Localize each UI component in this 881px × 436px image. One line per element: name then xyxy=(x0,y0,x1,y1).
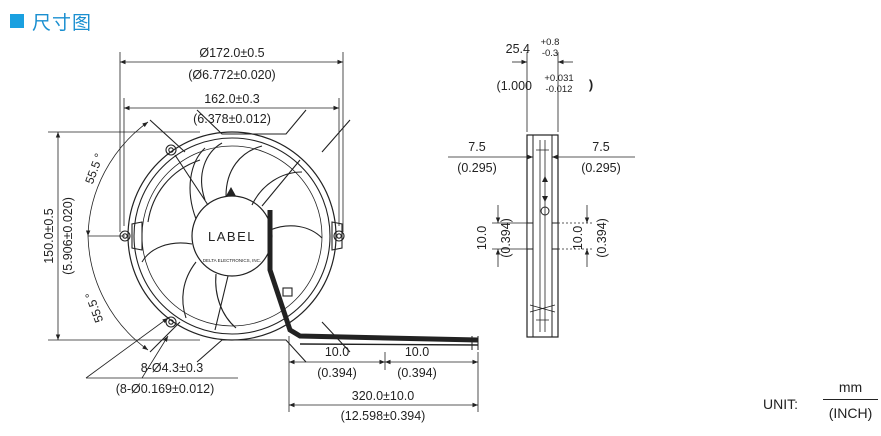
angle-top: 55.5 ° xyxy=(82,151,106,186)
section-title: 尺寸图 xyxy=(32,12,93,34)
depth-inch-plus: +0.031 xyxy=(544,73,573,84)
outer-diameter-inch: (Ø6.772±0.020) xyxy=(188,68,275,82)
outer-diameter-mm: Ø172.0±0.5 xyxy=(199,46,264,60)
slot-left-inch: (0.394) xyxy=(499,218,513,258)
flange-right-inch: (0.295) xyxy=(581,161,621,175)
hole-span-mm: 162.0±0.3 xyxy=(204,92,260,106)
depth-inch: (1.000 xyxy=(497,79,532,93)
lead-length-mm: 320.0±10.0 xyxy=(352,389,415,403)
header-square-icon xyxy=(10,14,24,28)
depth-mm-minus: -0.3 xyxy=(542,48,558,59)
lead-dimensions xyxy=(288,336,479,412)
angle-arcs xyxy=(85,121,149,351)
unit-numerator: mm xyxy=(838,379,863,395)
flange-left-inch: (0.295) xyxy=(457,161,497,175)
unit-legend: UNIT: mm (INCH) xyxy=(763,378,878,428)
flange-left-mm: 7.5 xyxy=(468,140,485,154)
depth-inch-close: ) xyxy=(589,77,593,92)
height-mm: 150.0±0.5 xyxy=(42,208,56,264)
slot-dimensions xyxy=(492,205,593,267)
slot-left-mm: 10.0 xyxy=(475,226,489,250)
strip-a-mm: 10.0 xyxy=(325,345,349,359)
hole-span-inch: (6.378±0.012) xyxy=(193,112,271,126)
height-inch: (5.906±0.020) xyxy=(61,197,75,275)
fan-label-text: LABEL xyxy=(208,229,256,244)
unit-fraction-bar xyxy=(823,399,878,400)
depth-dimension xyxy=(512,52,573,132)
slot-right-mm: 10.0 xyxy=(571,226,585,250)
holes-inch: (8-Ø0.169±0.012) xyxy=(116,382,215,396)
strip-a-inch: (0.394) xyxy=(317,366,357,380)
unit-label: UNIT: xyxy=(763,396,798,412)
fan-front-view xyxy=(119,109,479,363)
fan-side-view xyxy=(526,134,559,338)
unit-denominator: (INCH) xyxy=(828,405,873,421)
section-header: 尺寸图 xyxy=(10,9,93,34)
lead-length-inch: (12.598±0.394) xyxy=(341,409,426,423)
holes-leader xyxy=(85,317,238,379)
strip-b-inch: (0.394) xyxy=(397,366,437,380)
holes-mm: 8-Ø4.3±0.3 xyxy=(141,361,203,375)
flange-right-mm: 7.5 xyxy=(592,140,609,154)
depth-inch-minus: -0.012 xyxy=(546,84,573,95)
depth-mm: 25.4 xyxy=(506,42,530,56)
slot-right-inch: (0.394) xyxy=(595,218,609,258)
fan-maker-text: DELTA ELECTRONICS, INC. xyxy=(203,258,261,263)
strip-b-mm: 10.0 xyxy=(405,345,429,359)
depth-mm-plus: +0.8 xyxy=(541,37,560,48)
